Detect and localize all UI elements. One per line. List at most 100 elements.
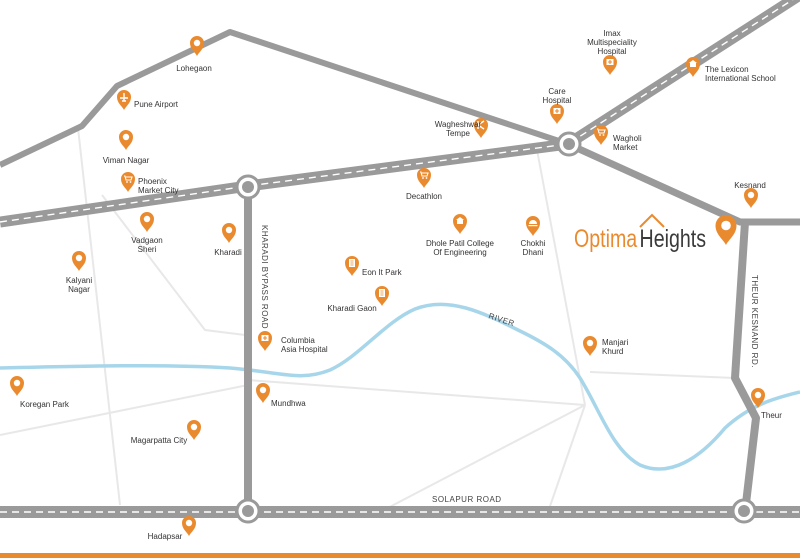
pune-airport-label: Pune Airport <box>134 100 179 109</box>
pin-icon <box>182 516 196 536</box>
brand-logo: OptimaHeights <box>574 213 706 253</box>
pin-icon <box>744 188 758 208</box>
map-pin-icon <box>345 256 359 276</box>
map-pin-icon <box>375 286 389 306</box>
place-decathlon: Decathlon <box>406 168 442 201</box>
road-ring <box>566 140 800 226</box>
place-koregan-park: Koregan Park <box>10 376 70 409</box>
viman-nagar-label: Viman Nagar <box>103 156 150 165</box>
map-pin-icon <box>686 57 700 77</box>
building-icon <box>349 259 355 267</box>
pin-icon <box>10 376 24 396</box>
junction-icon <box>235 498 261 524</box>
junction-icon <box>731 498 757 524</box>
place-viman-nagar: Viman Nagar <box>103 130 150 165</box>
map-pin-icon <box>121 172 135 192</box>
pin-icon <box>222 223 236 243</box>
pin-icon <box>583 336 597 356</box>
shopping-cart-icon <box>124 175 133 183</box>
road-label-kharadi-bypass: KHARADI BYPASS ROAD <box>260 225 269 329</box>
temple-icon <box>477 120 485 130</box>
shopping-cart-icon <box>420 171 429 179</box>
building-icon <box>379 289 385 297</box>
shopping-cart-icon <box>597 128 606 136</box>
pin-icon <box>72 251 86 271</box>
pin-icon <box>187 420 201 440</box>
place-kharadi: Kharadi <box>214 223 242 257</box>
theur-label: Theur <box>761 411 782 420</box>
map-pin-icon <box>417 168 431 188</box>
map-pin-icon <box>117 90 131 110</box>
lohegaon-label: Lohegaon <box>176 64 212 73</box>
svg-text:OptimaHeights: OptimaHeights <box>574 225 706 253</box>
river <box>0 302 800 471</box>
place-mundhwa: Mundhwa <box>256 383 306 408</box>
magarpatta-city-label: Magarpatta City <box>131 436 187 445</box>
junctions <box>235 131 757 524</box>
road-nagar-road <box>0 0 800 228</box>
koregan-park-label: Koregan Park <box>20 400 70 409</box>
junction-icon <box>556 131 582 157</box>
decathlon-label: Decathlon <box>406 192 442 201</box>
hospital-icon <box>606 59 614 65</box>
place-lohegaon: Lohegaon <box>176 36 212 73</box>
pin-icon <box>256 383 270 403</box>
road-theur-kesnand <box>731 221 760 513</box>
place-optima-heights <box>715 215 737 245</box>
map-pin-icon <box>453 214 467 234</box>
bottom-bar <box>0 553 800 558</box>
map-pin-icon <box>550 104 564 124</box>
place-hadapsar: Hadapsar <box>148 516 196 541</box>
map-pin-icon <box>474 118 488 138</box>
place-kharadi-gaon: Kharadi Gaon <box>327 286 389 313</box>
road-label-theur-kesnand: THEUR KESNAND RD. <box>750 275 759 368</box>
map-pin-icon <box>594 125 608 145</box>
kesnand-label: Kesnand <box>734 181 766 190</box>
brand-optima: Optima <box>574 225 637 253</box>
place-theur: Theur <box>751 388 782 420</box>
pin-icon <box>140 212 154 232</box>
location-pin-icon <box>715 215 737 245</box>
pin-icon <box>119 130 133 150</box>
map-pin-icon <box>603 55 617 75</box>
road-label-solapur: SOLAPUR ROAD <box>432 495 502 504</box>
place-kesnand: Kesnand <box>734 181 766 208</box>
place-eon-it-park: Eon It Park <box>345 256 403 277</box>
eon-it-park-label: Eon It Park <box>362 268 403 277</box>
roof-icon <box>639 213 665 228</box>
airplane-icon <box>120 93 128 102</box>
hospital-icon <box>261 335 269 341</box>
hadapsar-label: Hadapsar <box>148 532 183 541</box>
pin-icon <box>190 36 204 56</box>
hospital-icon <box>553 108 561 114</box>
map-pin-icon <box>526 216 540 236</box>
pin-icon <box>751 388 765 408</box>
place-magarpatta-city: Magarpatta City <box>131 420 201 445</box>
minor-roads <box>0 127 736 513</box>
mundhwa-label: Mundhwa <box>271 399 306 408</box>
kharadi-gaon-label: Kharadi Gaon <box>327 304 376 313</box>
kharadi-label: Kharadi <box>214 248 242 257</box>
